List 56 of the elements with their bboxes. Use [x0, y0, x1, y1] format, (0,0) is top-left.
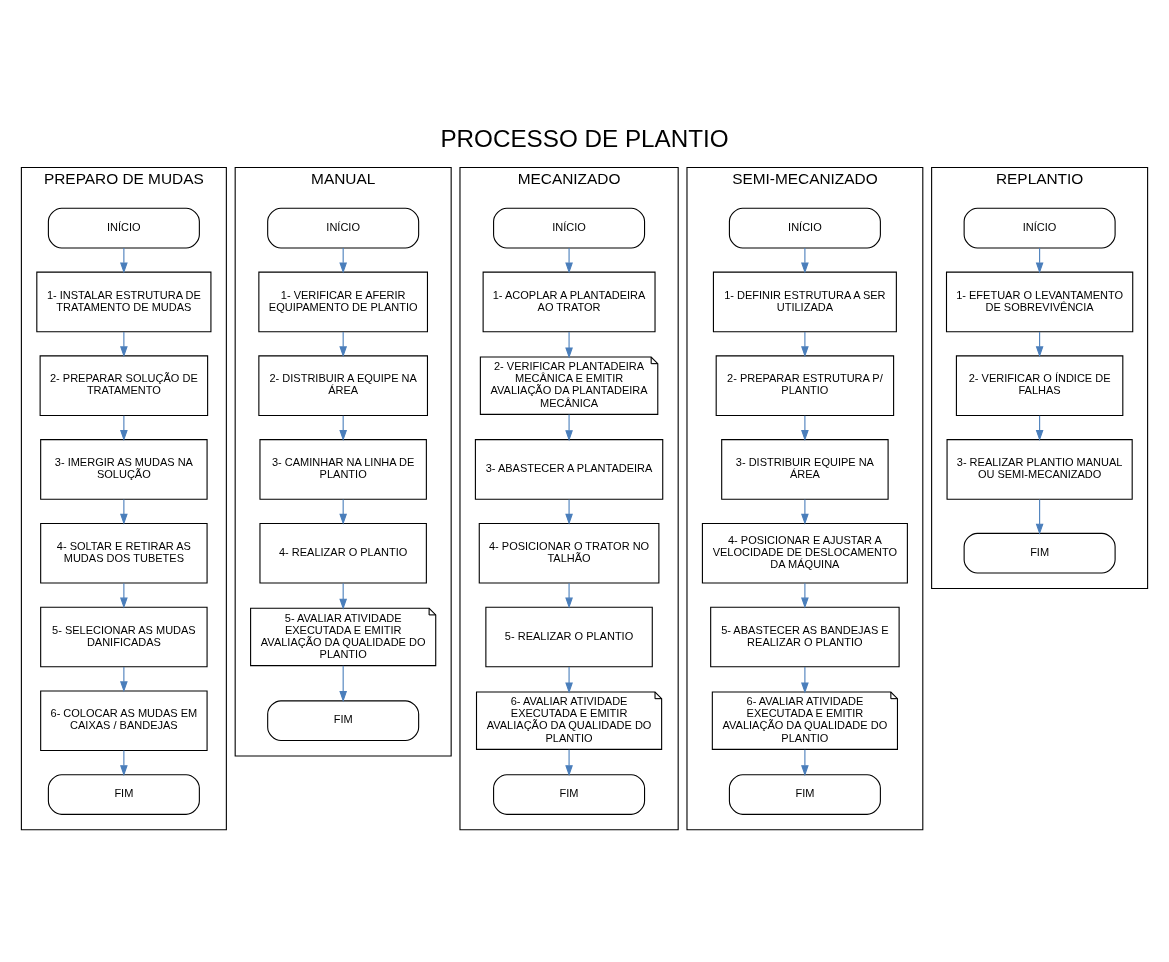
node-box: 5- ABASTECER AS BANDEJAS E REALIZAR O PLANTIO [710, 606, 900, 668]
arrow [801, 247, 809, 274]
arrow [120, 415, 128, 442]
node-box: 2- PREPARAR SOLUÇÃO DE TRATAMENTO [39, 355, 209, 416]
arrow [565, 331, 573, 359]
node-box: 1- VERIFICAR E AFERIR EQUIPAMENTO DE PLANTIO [258, 271, 429, 333]
node-box: FIM [728, 774, 881, 815]
arrow [565, 666, 573, 694]
node-box: 4- SOLTAR E RETIRAR AS MUDAS DOS TUBETES [40, 522, 208, 584]
node-box: 6- COLOCAR AS MUDAS EM CAIXAS / BANDEJAS [40, 690, 208, 751]
arrow [565, 413, 573, 442]
node-box: 3- ABASTECER A PLANTADEIRA [474, 439, 664, 500]
arrow [120, 331, 128, 358]
node-box: 4- REALIZAR O PLANTIO [259, 522, 427, 584]
node-box: 2- PREPARAR ESTRUTURA P/ PLANTIO [715, 355, 895, 416]
arrow [339, 665, 348, 703]
node-box: 5- SELECIONAR AS MUDAS DANIFICADAS [40, 606, 208, 668]
node-box: FIM [963, 532, 1116, 574]
arrow [565, 498, 573, 525]
node-box: 5- REALIZAR O PLANTIO [485, 606, 653, 668]
node-box: FIM [47, 774, 200, 815]
node-box: 3- DISTRIBUIR EQUIPE NA ÁREA [721, 439, 889, 500]
node-box: INÍCIO [493, 207, 646, 249]
node-box: 3- REALIZAR PLANTIO MANUAL OU SEMI-MECANIZADO [946, 439, 1133, 500]
arrow [801, 582, 809, 609]
node-box: INÍCIO [728, 207, 881, 249]
diagram-title: PROCESSO DE PLANTIO [440, 125, 729, 153]
node-box: FIM [267, 700, 420, 742]
arrow [1035, 498, 1044, 535]
arrow [801, 498, 809, 525]
node-box: 3- CAMINHAR NA LINHA DE PLANTIO [259, 439, 427, 500]
node-box: 4- POSICIONAR O TRATOR NO TALHÃO [478, 522, 660, 584]
node-box: 1- ACOPLAR A PLANTADEIRA AO TRATOR [482, 271, 656, 333]
node-box: 1- EFETUAR O LEVANTAMENTO DE SOBREVIVÊNCIA [945, 271, 1134, 333]
arrow [565, 582, 573, 609]
arrow [801, 666, 809, 694]
node-box: 1- INSTALAR ESTRUTURA DE TRATAMENTO DE MUDAS [36, 271, 212, 333]
node-box: 2- DISTRIBUIR A EQUIPE NA ÁREA [258, 355, 429, 416]
arrow [120, 582, 128, 609]
arrow [565, 247, 573, 274]
arrow [801, 415, 809, 442]
arrow [801, 749, 809, 777]
arrow [120, 666, 128, 693]
node-box: 3- IMERGIR AS MUDAS NA SOLUÇÃO [40, 439, 208, 500]
node-box: 1- DEFINIR ESTRUTURA A SER UTILIZADA [712, 271, 897, 333]
node-box: FIM [493, 774, 646, 815]
arrow [120, 247, 128, 274]
node-box: INÍCIO [47, 207, 200, 249]
arrow [801, 331, 809, 358]
arrow [565, 749, 573, 777]
arrow [120, 749, 128, 777]
node-box: 4- POSICIONAR E AJUSTAR A VELOCIDADE DE DESLOCAMENTO DA MÁQUINA [701, 522, 908, 584]
arrow [120, 498, 128, 525]
node-box: INÍCIO [267, 207, 420, 249]
node-box: 2- VERIFICAR O ÍNDICE DE FALHAS [955, 355, 1124, 416]
node-box: INÍCIO [963, 207, 1116, 249]
